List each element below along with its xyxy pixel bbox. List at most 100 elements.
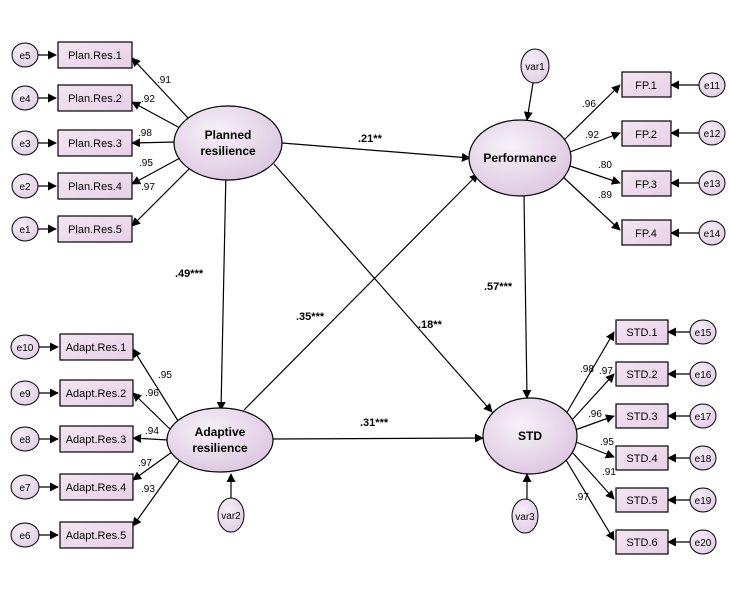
- error-label: e15: [695, 328, 712, 339]
- indicator-box: [59, 333, 134, 361]
- error-term: [689, 403, 717, 429]
- loading-value: .95: [139, 158, 153, 169]
- loading-value: .91: [602, 467, 616, 478]
- error-term: [689, 529, 717, 555]
- error-term: [11, 216, 39, 242]
- indicator-box: [621, 120, 672, 147]
- error-term: [689, 487, 717, 513]
- loading-value: .89: [598, 190, 612, 201]
- indicator-label: Adapt.Res.1: [66, 342, 127, 354]
- adaptive-measurement: Adapt.Res.1 Adapt.Res.2 Adapt.Res.3 Adap…: [10, 333, 274, 549]
- error-label: e9: [19, 389, 31, 400]
- path-adaptive-to-std: [271, 433, 484, 443]
- disturbance-label: var1: [525, 62, 545, 73]
- error-term: [11, 85, 39, 111]
- error-term: [698, 220, 726, 246]
- error-label: e8: [19, 435, 31, 446]
- error-label: e12: [704, 129, 721, 140]
- error-term: [698, 170, 726, 196]
- loading-value: .92: [141, 94, 155, 105]
- disturbance-label: var3: [515, 512, 535, 523]
- latent-adaptive-resilience: [166, 407, 274, 473]
- indicator-label: Plan.Res.3: [68, 138, 122, 150]
- error-label: e10: [17, 343, 34, 354]
- latent-label: Performance: [483, 151, 557, 165]
- indicator-label: Plan.Res.4: [68, 181, 122, 193]
- coef-adaptive-performance: .35***: [296, 311, 325, 323]
- loading-arrow-std2: [571, 373, 615, 421]
- indicator-label: FP.3: [635, 179, 657, 191]
- std-measurement: STD.1 STD.2 STD.3 STD.4 STD.5 STD.6 e15 …: [482, 319, 717, 555]
- loading-arrow-std3: [574, 414, 615, 431]
- indicator-label: FP.1: [635, 80, 657, 92]
- loading-value: .96: [145, 388, 159, 399]
- indicator-label: Adapt.Res.3: [66, 434, 127, 446]
- error-label: e6: [19, 531, 31, 542]
- indicator-label: Adapt.Res.4: [66, 482, 127, 494]
- disturbance-term: [511, 498, 539, 534]
- latent-planned-resilience: [173, 105, 283, 181]
- error-label: e14: [704, 229, 721, 240]
- loading-arrow-plan1: [131, 57, 189, 119]
- loading-arrow-fp4: [561, 175, 621, 231]
- path-planned-to-std: [273, 163, 493, 413]
- indicator-box: [57, 172, 133, 200]
- error-term: [698, 72, 726, 98]
- loading-arrow-plan2: [131, 101, 181, 129]
- error-label: e11: [704, 81, 720, 92]
- error-label: e16: [695, 370, 712, 381]
- indicator-box: [57, 215, 133, 243]
- error-term: [11, 173, 39, 199]
- loading-arrow-adapt4: [132, 451, 173, 481]
- indicator-label: Adapt.Res.2: [66, 388, 127, 400]
- error-label: e7: [19, 483, 31, 494]
- loading-arrow-adapt1: [132, 348, 181, 425]
- performance-measurement: var1 FP.1 FP.2 FP.3 FP.4 e11 e12 e13 e14…: [468, 48, 726, 246]
- indicator-label: STD.2: [626, 369, 657, 381]
- error-label: e19: [695, 496, 712, 507]
- coef-planned-std: .18**: [418, 319, 443, 331]
- indicator-label: STD.3: [626, 411, 657, 423]
- planned-measurement: Plan.Res.1 Plan.Res.2 Plan.Res.3 Plan.Re…: [11, 41, 283, 243]
- latent-label: Planned: [205, 128, 252, 142]
- error-label: e2: [19, 182, 31, 193]
- loading-arrow-adapt3: [132, 433, 169, 443]
- indicator-box: [59, 425, 134, 453]
- loading-arrow-plan3: [131, 138, 177, 148]
- path-performance-to-std: [522, 195, 532, 399]
- disturbance-term: [520, 48, 550, 84]
- loading-arrow-plan4: [131, 157, 181, 185]
- loading-value: .95: [158, 370, 172, 381]
- indicator-box: [615, 445, 669, 471]
- loading-arrow-adapt5: [132, 459, 181, 527]
- latent-label: resilience: [192, 441, 248, 455]
- coef-adaptive-std: .31***: [360, 417, 389, 429]
- indicator-label: Plan.Res.1: [68, 50, 122, 62]
- loading-value: .96: [588, 409, 602, 420]
- indicator-box: [615, 403, 669, 429]
- loading-value: .97: [599, 366, 613, 377]
- indicator-box: [615, 529, 669, 555]
- indicator-label: STD.4: [626, 453, 657, 465]
- latent-label: resilience: [200, 144, 256, 158]
- error-term: [11, 42, 39, 68]
- error-term: [689, 319, 717, 345]
- loading-value: .93: [141, 484, 155, 495]
- indicator-box: [59, 473, 134, 501]
- loading-arrow-std6: [565, 459, 615, 541]
- error-label: e4: [19, 94, 31, 105]
- coef-performance-std: .57***: [484, 281, 513, 293]
- error-term: [689, 361, 717, 387]
- error-term: [10, 334, 40, 360]
- indicator-box: [59, 521, 134, 549]
- indicator-label: STD.5: [626, 495, 657, 507]
- indicator-box: [57, 84, 133, 112]
- coef-planned-performance: .21**: [358, 133, 383, 145]
- loading-arrow-std1: [565, 331, 615, 415]
- disturbance-term: [217, 497, 245, 533]
- error-term: [10, 474, 40, 500]
- indicator-label: STD.6: [626, 537, 657, 549]
- indicator-label: Adapt.Res.5: [66, 530, 127, 542]
- loading-value: .94: [145, 426, 159, 437]
- loading-value: .96: [582, 99, 596, 110]
